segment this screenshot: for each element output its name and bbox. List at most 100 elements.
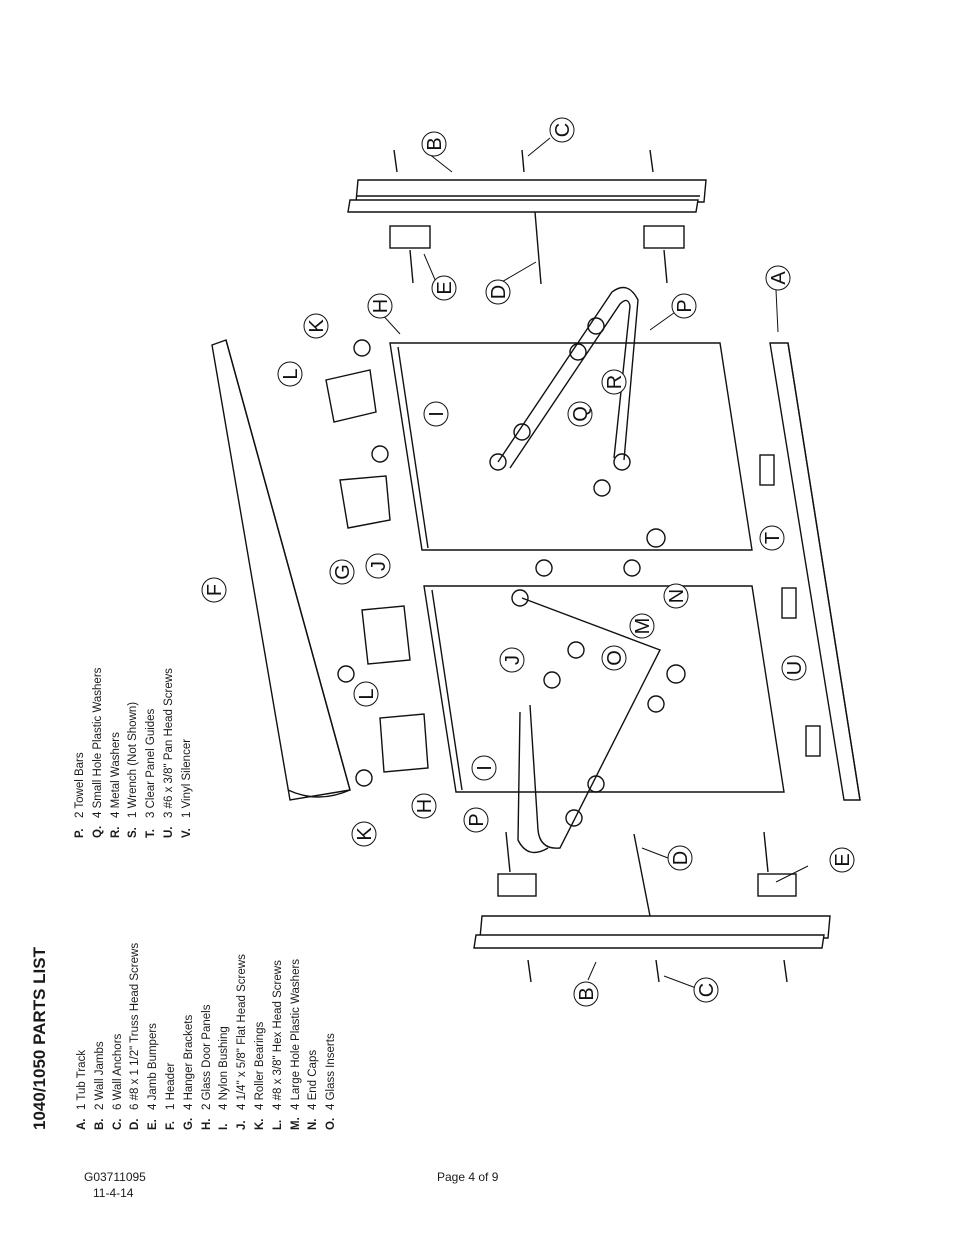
part-letter: D. bbox=[129, 1118, 142, 1131]
part-description: 6 Wall Anchors bbox=[111, 1033, 124, 1110]
callout-t: T bbox=[759, 525, 785, 551]
parts-list-title: 1040/1050 PARTS LIST bbox=[30, 947, 49, 1130]
header bbox=[211, 339, 351, 801]
towel-bar-lower bbox=[517, 597, 661, 854]
part-letter: F. bbox=[164, 1121, 177, 1130]
svg-text:J: J bbox=[502, 655, 524, 665]
callout-q: Q bbox=[567, 401, 593, 427]
svg-text:H: H bbox=[414, 799, 436, 813]
callout-r: R bbox=[601, 369, 627, 395]
part-letter: T. bbox=[145, 829, 158, 838]
callout-j-bottom: J bbox=[499, 647, 525, 673]
part-letter: I. bbox=[218, 1123, 231, 1130]
callout-g: G bbox=[329, 559, 355, 585]
callout-f: F bbox=[201, 577, 227, 603]
callout-labels: B C E D A H K P L R I Q T J G F N M O J … bbox=[201, 117, 855, 1007]
part-letter: M. bbox=[289, 1117, 302, 1130]
parts-list-item: T.3 Clear Panel Guides bbox=[143, 668, 161, 838]
part-description: 4 End Caps bbox=[307, 1049, 320, 1110]
part-description: 6 #8 x 1 1/2" Truss Head Screws bbox=[129, 942, 142, 1110]
washers-upper-row bbox=[489, 317, 631, 607]
svg-text:K: K bbox=[306, 319, 328, 333]
part-description: 4 Metal Washers bbox=[109, 732, 122, 818]
callout-p-bottom: P bbox=[463, 807, 489, 833]
clear-panel-guides bbox=[759, 454, 821, 757]
hanger-brackets bbox=[325, 369, 429, 773]
callout-d-bottom: D bbox=[667, 845, 693, 871]
svg-text:A: A bbox=[768, 271, 790, 285]
part-letter: U. bbox=[162, 826, 175, 839]
part-description: 4 Roller Bearings bbox=[253, 1021, 266, 1110]
page-number: Page 4 of 9 bbox=[437, 1170, 499, 1184]
svg-text:R: R bbox=[604, 375, 626, 389]
part-letter: H. bbox=[200, 1118, 213, 1131]
part-letter: O. bbox=[325, 1117, 338, 1130]
svg-text:C: C bbox=[696, 983, 718, 997]
callout-e-bottom: E bbox=[829, 847, 855, 873]
callout-d-top: D bbox=[485, 279, 511, 305]
roller-bearings bbox=[337, 339, 389, 787]
parts-list-item: Q. 4 Small Hole Plastic Washers bbox=[90, 668, 108, 838]
svg-text:F: F bbox=[204, 584, 226, 596]
glass-door-panel-upper bbox=[389, 342, 753, 551]
part-description: 4 Jamb Bumpers bbox=[147, 1023, 160, 1110]
part-letter: Q. bbox=[91, 825, 104, 838]
callout-b-bottom: B bbox=[573, 981, 599, 1007]
tub-track bbox=[769, 342, 861, 801]
glass-door-panel-lower bbox=[423, 585, 785, 793]
parts-list-item: F. 1 Header bbox=[163, 943, 181, 1130]
callout-k-bottom: K bbox=[351, 821, 377, 847]
callout-i-bottom: I bbox=[471, 755, 497, 781]
svg-text:E: E bbox=[832, 853, 854, 866]
parts-list-item: B. 2 Wall Jambs bbox=[92, 943, 110, 1130]
callout-k-top: K bbox=[303, 313, 329, 339]
svg-text:U: U bbox=[784, 661, 806, 675]
callout-e-top: E bbox=[431, 275, 457, 301]
part-letter: N. bbox=[307, 1118, 320, 1131]
parts-list-item: C. 6 Wall Anchors bbox=[110, 943, 128, 1130]
svg-text:B: B bbox=[424, 137, 446, 150]
parts-list-item: U.3 #6 x 3/8" Pan Head Screws bbox=[161, 668, 179, 838]
callout-h-top: H bbox=[367, 293, 393, 319]
svg-text:K: K bbox=[354, 827, 376, 841]
callout-o: O bbox=[601, 645, 627, 671]
part-letter: B. bbox=[93, 1118, 106, 1131]
wall-jamb-top bbox=[347, 179, 707, 213]
washers-lower-row bbox=[543, 528, 686, 827]
callout-leaders bbox=[379, 137, 809, 989]
towel-bar-upper bbox=[497, 286, 639, 469]
callout-b-top: B bbox=[421, 131, 447, 157]
callout-j-top: J bbox=[365, 553, 391, 579]
svg-text:I: I bbox=[426, 411, 448, 417]
svg-text:D: D bbox=[488, 285, 510, 299]
part-description: 2 Wall Jambs bbox=[93, 1041, 106, 1110]
part-letter: P. bbox=[74, 828, 86, 838]
callout-m: M bbox=[629, 613, 655, 639]
callout-l-top: L bbox=[277, 361, 303, 387]
jamb-bumpers-bottom bbox=[497, 831, 797, 983]
callout-c-bottom: C bbox=[693, 977, 719, 1003]
parts-list-item: D. 6 #8 x 1 1/2" Truss Head Screws bbox=[127, 943, 145, 1130]
parts-list-item: E.4 Jamb Bumpers bbox=[145, 943, 163, 1130]
part-letter: C. bbox=[111, 1118, 124, 1131]
callout-u: U bbox=[781, 655, 807, 681]
callout-h-bottom: H bbox=[411, 793, 437, 819]
part-description: 4 Glass Inserts bbox=[325, 1033, 338, 1110]
svg-text:P: P bbox=[674, 299, 696, 312]
svg-text:D: D bbox=[670, 851, 692, 865]
parts-list-item: A. 1 Tub Track bbox=[74, 943, 92, 1130]
part-letter: S. bbox=[127, 827, 140, 838]
svg-text:G: G bbox=[332, 564, 354, 580]
part-description: 4 Small Hole Plastic Washers bbox=[91, 667, 104, 818]
svg-text:L: L bbox=[280, 368, 302, 379]
exploded-assembly-diagram: B C E D A H K P L R I Q T J G F N M O J … bbox=[201, 117, 861, 1007]
part-letter: A. bbox=[76, 1118, 88, 1131]
callout-n: N bbox=[663, 583, 689, 609]
svg-text:J: J bbox=[368, 561, 390, 571]
part-description: 1 Tub Track bbox=[76, 1049, 88, 1110]
wall-jamb-bottom bbox=[473, 915, 831, 949]
document-date: 11-4-14 bbox=[93, 1186, 134, 1200]
part-description: 1 Header bbox=[164, 1062, 177, 1110]
part-description: 2 Towel Bars bbox=[74, 752, 86, 818]
part-letter: K. bbox=[253, 1118, 266, 1131]
